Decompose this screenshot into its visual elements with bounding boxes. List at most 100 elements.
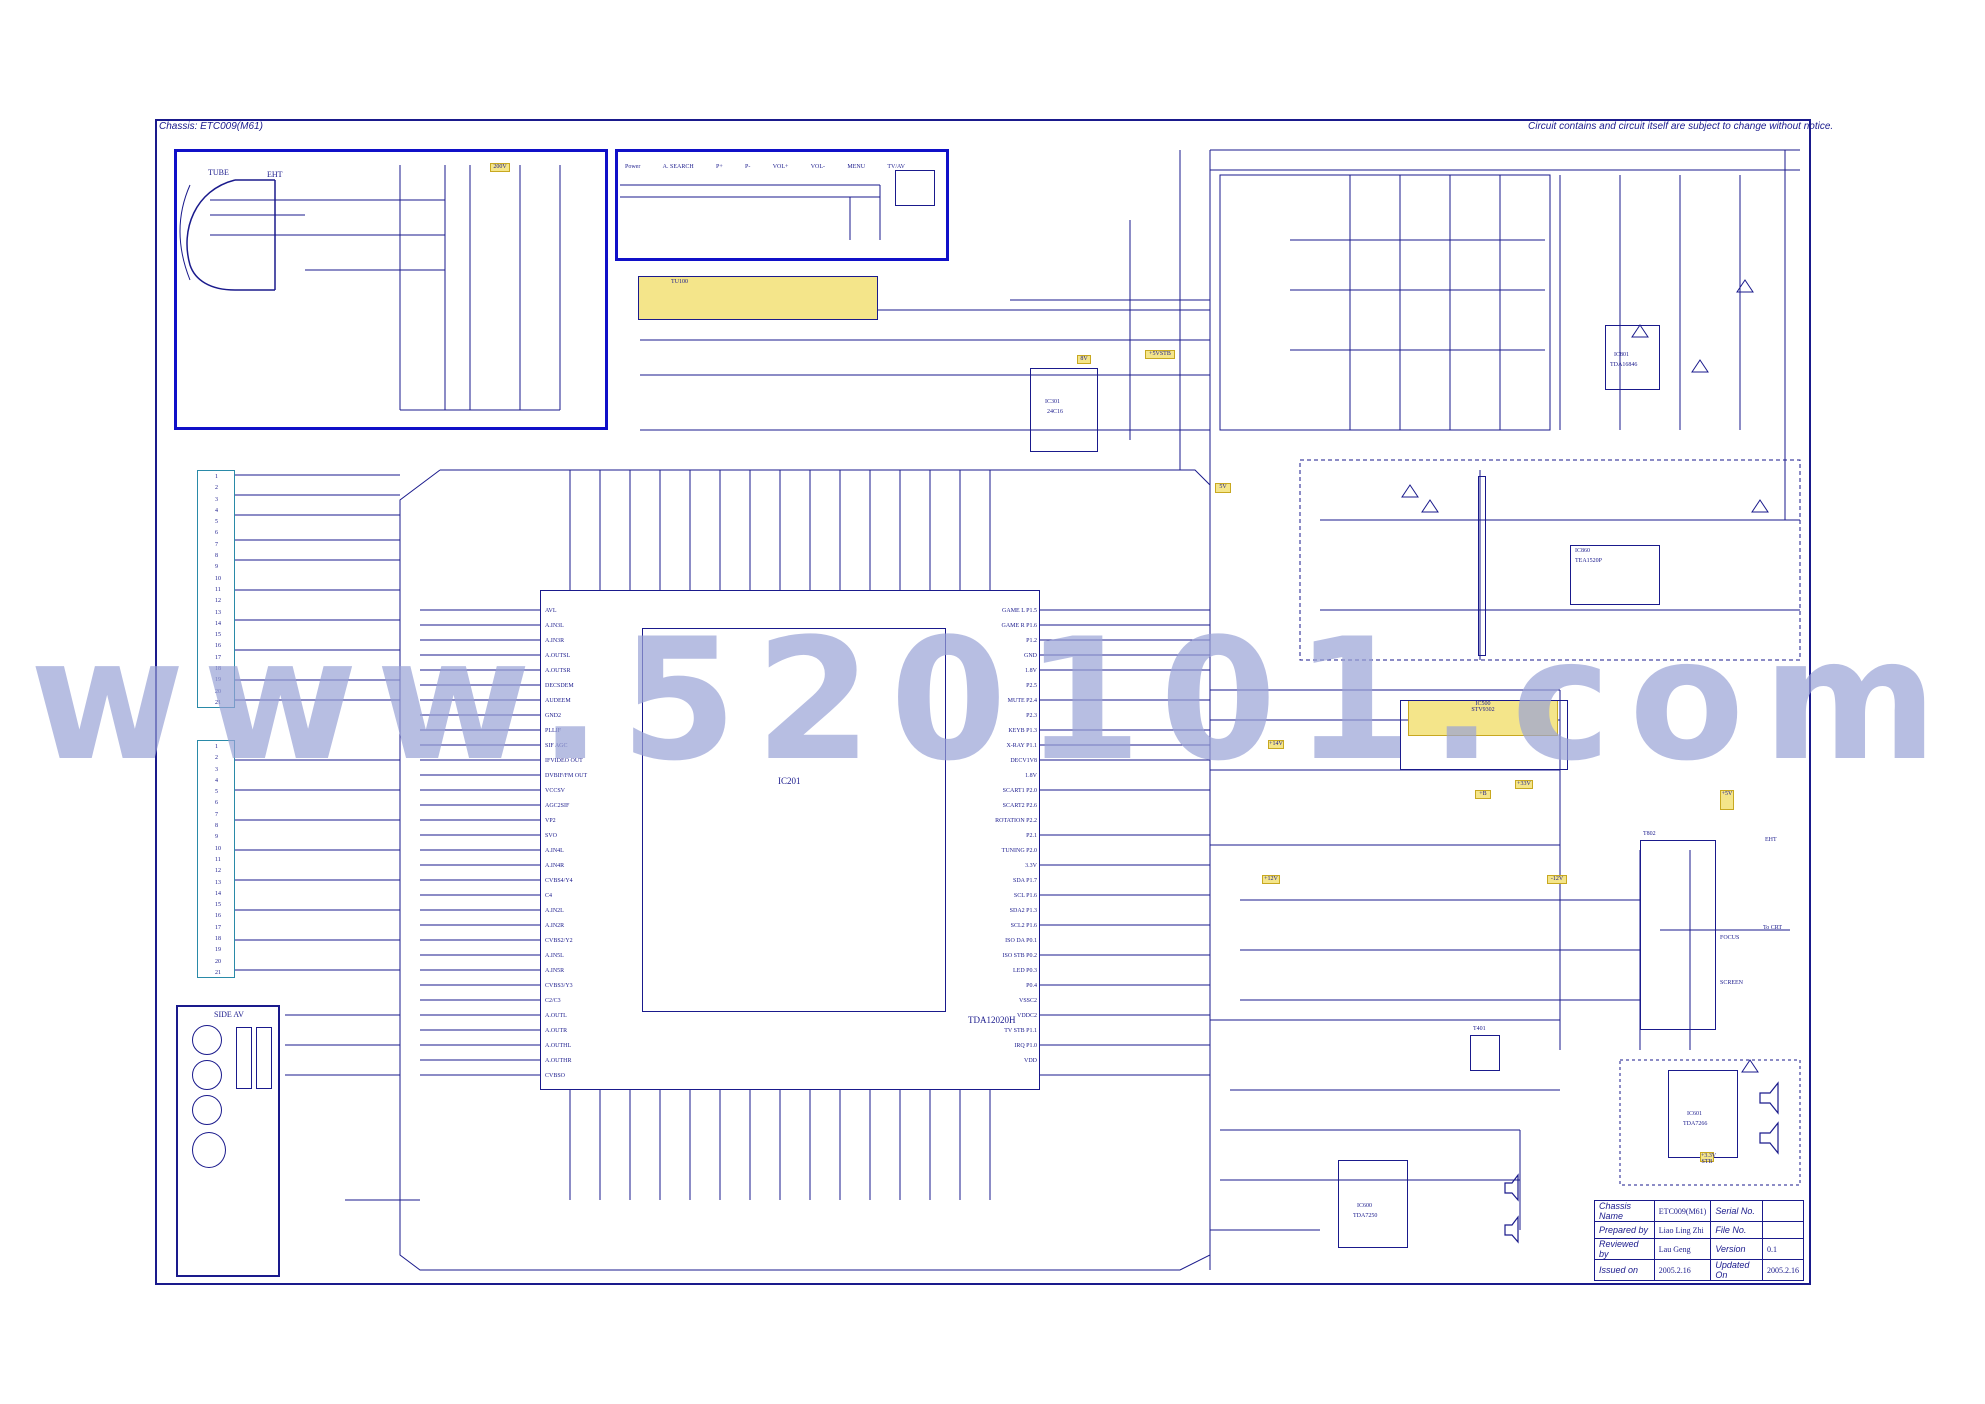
ic201-left-pin: A.IN3L	[545, 623, 564, 629]
side-av-connector-p902	[236, 1027, 252, 1089]
chassis-name-label: Chassis Name	[1594, 1200, 1655, 1222]
scart-pin-number: 19	[215, 947, 221, 954]
scart-pin-number: 9	[215, 564, 218, 571]
ic201-right-pin: P1.2	[1026, 638, 1037, 644]
ic860-part: TEA1520P	[1575, 558, 1602, 564]
scart-pin-number: 20	[215, 958, 221, 965]
ic201-label: IC201	[778, 776, 801, 786]
revision-row-reviewed: Reviewed by Lau Geng Version 0.1	[1594, 1238, 1805, 1260]
voltage-marker-200v: 200V	[490, 163, 510, 172]
ic201-left-pin: GND2	[545, 713, 561, 719]
voltage-marker-5v: 5V	[1215, 483, 1231, 493]
ic201-right-pin: X-RAY P1.1	[1006, 743, 1037, 749]
ic201-right-pin: ISO DA P0.1	[1005, 938, 1037, 944]
scart-pin-number: 17	[215, 924, 221, 931]
scart-pin-number: 20	[215, 688, 221, 695]
voltage-marker-3v3stb: +3.3V STB	[1700, 1152, 1717, 1165]
ic201-left-pin: PLLIF	[545, 728, 562, 734]
scart-pin-number: 21	[215, 699, 221, 706]
ic201-right-pin: VSSC2	[1018, 998, 1037, 1004]
voltage-marker-14v: +14V	[1268, 740, 1284, 749]
file-label: File No.	[1710, 1221, 1763, 1239]
side-av-label: SIDE AV	[214, 1010, 244, 1019]
ic201-left-pin: A.IN5L	[545, 953, 564, 959]
keyboard-block	[615, 149, 949, 261]
key-volume-down: VOL-	[810, 164, 826, 170]
ic201-core	[642, 628, 946, 1012]
ic301-label: IC301	[1045, 399, 1060, 405]
revision-row-issued: Issued on 2005.2.16 Updated On 2005.2.16	[1594, 1259, 1805, 1281]
ic201-right-pin: 3.3V	[1025, 863, 1037, 869]
t401-label: T401	[1473, 1026, 1486, 1032]
ic201-left-pin: A.IN4L	[545, 848, 564, 854]
ic201-left-pin: CVBSO	[545, 1073, 566, 1079]
voltage-marker-minus12v: -12V	[1547, 875, 1567, 884]
ic201-left-pin: A.OUTR	[545, 1028, 568, 1034]
ic201-left-pin: C2/C3	[545, 998, 561, 1004]
site-watermark: www.520101.com	[29, 602, 1956, 798]
t401-driver-transformer: T401	[1470, 1026, 1500, 1071]
scart-pin-number: 4	[215, 507, 218, 514]
scart-pin-number: 21	[215, 969, 221, 976]
ic201-right-pin: 1.8V	[1025, 773, 1037, 779]
ir-receiver	[895, 170, 935, 206]
prepared-label: Prepared by	[1594, 1221, 1655, 1239]
reviewed-label: Reviewed by	[1594, 1238, 1655, 1260]
tuner-module: TU100	[638, 276, 878, 320]
scart-pin-number: 14	[215, 620, 221, 627]
ic500-part: STV9302	[1471, 707, 1495, 713]
voltage-marker-5v-b: +5V	[1720, 790, 1734, 810]
ic201-left-pin: A.IN4R	[545, 863, 565, 869]
ic860-label: IC860	[1575, 548, 1590, 554]
ic801-controller: IC801 TDA16846	[1605, 325, 1660, 390]
ic201-left-pin: A.OUTHR	[545, 1058, 572, 1064]
key-tv-av: TV/AV	[887, 164, 905, 170]
scart-pin-number: 17	[215, 654, 221, 661]
schematic-frame	[155, 119, 1811, 1285]
ic201-left-pin: A.OUTSR	[545, 668, 571, 674]
scart-pin-number: 5	[215, 789, 218, 796]
ic201-right-pin: TV STB P1.1	[1004, 1028, 1037, 1034]
scart-pin-number: 14	[215, 890, 221, 897]
ic500-outline	[1400, 700, 1568, 770]
scart-pin-number: 8	[215, 823, 218, 830]
revision-row-prepared: Prepared by Liao Ling Zhi File No.	[1594, 1221, 1805, 1239]
scart-pin-number: 6	[215, 800, 218, 807]
tube-label: TUBE	[208, 168, 229, 177]
ic201-left-pin: AGC2SIF	[545, 803, 570, 809]
scart-pin-number: 15	[215, 902, 221, 909]
issued-label: Issued on	[1594, 1259, 1655, 1281]
ic301-eeprom: IC301 24C16	[1030, 368, 1098, 452]
scart-pin-number: 11	[215, 586, 221, 593]
ic601-audio-amplifier: IC601 TDA7266	[1668, 1070, 1738, 1158]
scart-pin-number: 13	[215, 879, 221, 886]
voltage-marker-12v: +12V	[1262, 875, 1280, 884]
scart-pin-number: 3	[215, 496, 218, 503]
scart-pin-number: 10	[215, 845, 221, 852]
scart-pin-number: 7	[215, 541, 218, 548]
ic201-right-pin: SCL2 P1.6	[1010, 923, 1037, 929]
tuner-label: TU100	[671, 279, 688, 285]
focus-label: FOCUS	[1720, 935, 1740, 941]
updated-label: Updated On	[1710, 1259, 1763, 1281]
ic201-right-pin: P2.5	[1026, 683, 1037, 689]
scart-pin-number: 11	[215, 856, 221, 863]
revision-table: Chassis Name ETC009(M61) Serial No. Prep…	[1594, 1200, 1805, 1281]
ic201-right-pin: TUNING P2.0	[1001, 848, 1037, 854]
serial-label: Serial No.	[1710, 1200, 1763, 1222]
scart-pin-number: 16	[215, 913, 221, 920]
scart-connector-2	[197, 740, 235, 978]
eht-label: EHT	[267, 170, 283, 179]
key-program-down: P-	[745, 164, 751, 170]
eht-output-label: EHT	[1765, 837, 1777, 843]
scart-pin-number: 9	[215, 834, 218, 841]
ic201-left-pin: A.IN2R	[545, 923, 565, 929]
ic201-left-pin: C4	[545, 893, 553, 899]
voltage-marker-5vstb: +5VSTB	[1145, 350, 1175, 359]
ic201-right-pin: SCL P1.6	[1013, 893, 1037, 899]
ic201-left-pin: CVBS4/Y4	[545, 878, 573, 884]
ic201-right-pin: KEYB P1.3	[1008, 728, 1037, 734]
